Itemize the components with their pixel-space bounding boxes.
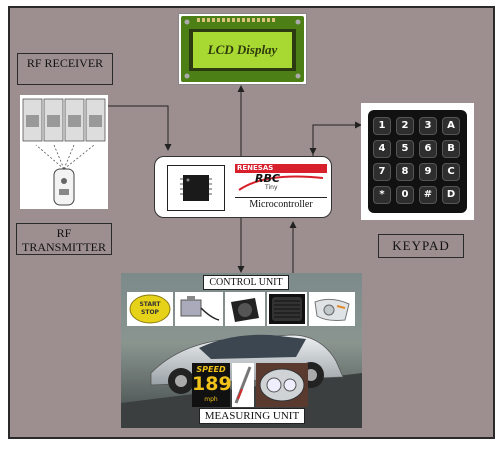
rbc-logo-text: RBC	[255, 172, 280, 185]
keypad-key[interactable]: 9	[419, 163, 437, 181]
rf-module-picture	[20, 95, 108, 209]
renesas-brand: RENESAS	[237, 164, 274, 172]
buzzer-tile	[225, 292, 265, 326]
chip-icon	[180, 175, 212, 201]
control-unit-label: CONTROL UNIT	[203, 275, 289, 290]
keypad-key[interactable]: #	[419, 186, 437, 204]
motor-tile	[175, 292, 223, 326]
keypad-key[interactable]: 4	[373, 140, 391, 158]
keypad-key[interactable]: 6	[419, 140, 437, 158]
keypad-label: KEYPAD	[378, 234, 464, 258]
headlamp-icon	[259, 368, 305, 402]
rf-relay-icon	[22, 98, 106, 206]
keypad-key[interactable]: D	[442, 186, 460, 204]
lcd-text: LCD Display	[207, 42, 278, 57]
arrow-mcu-to-keypad	[312, 121, 362, 156]
microcontroller-label: Microcontroller	[235, 197, 327, 212]
rbc-tiny-text: Tiny	[265, 184, 278, 191]
headlight-tile	[309, 292, 355, 326]
speed-unit: mph	[204, 396, 218, 403]
control-unit-panel: CONTROL UNIT START STOP	[121, 273, 362, 428]
rf-transmitter-label: RF TRANSMITTER	[16, 223, 112, 255]
keypad-key[interactable]: B	[442, 140, 460, 158]
keypad-key[interactable]: 1	[373, 117, 391, 135]
keypad-key[interactable]: A	[442, 117, 460, 135]
keypad-key[interactable]: C	[442, 163, 460, 181]
thermometer-icon	[234, 366, 252, 404]
keypad-key[interactable]: 3	[419, 117, 437, 135]
rf-receiver-label: RF RECEIVER	[17, 53, 113, 85]
chip-picture	[167, 165, 225, 211]
arrow-rf-to-mcu	[108, 105, 172, 151]
stop-label: STOP	[141, 309, 159, 316]
keypad-key[interactable]: *	[373, 186, 391, 204]
headlamp-tile	[256, 363, 308, 407]
speaker-grille-icon	[272, 297, 302, 321]
lcd-icon	[181, 16, 304, 82]
speed-value: 189	[192, 373, 232, 395]
renesas-logo-icon	[235, 164, 327, 191]
measuring-unit-label: MEASURING UNIT	[199, 408, 305, 424]
keypad-key[interactable]: 0	[396, 186, 414, 204]
speedometer-tile: SPEED 189 mph	[192, 363, 232, 407]
microcontroller-block: RENESAS RBC Tiny Microcontroller	[154, 156, 332, 218]
headlight-icon	[314, 298, 350, 321]
lcd-module: LCD Display	[178, 13, 307, 85]
renesas-logo: RENESAS RBC Tiny	[235, 164, 327, 192]
keypad-key[interactable]: 7	[373, 163, 391, 181]
start-stop-tile: START STOP	[127, 292, 173, 326]
speed-label: SPEED	[196, 365, 226, 374]
motor-icon	[180, 296, 220, 321]
temperature-sensor-tile	[232, 363, 254, 407]
start-stop-icon	[129, 294, 171, 324]
start-label: START	[139, 301, 161, 308]
buzzer-icon	[231, 298, 259, 322]
keypad-key[interactable]: 8	[396, 163, 414, 181]
speaker-tile	[267, 292, 307, 326]
keypad-key[interactable]: 2	[396, 117, 414, 135]
keypad-key[interactable]: 5	[396, 140, 414, 158]
